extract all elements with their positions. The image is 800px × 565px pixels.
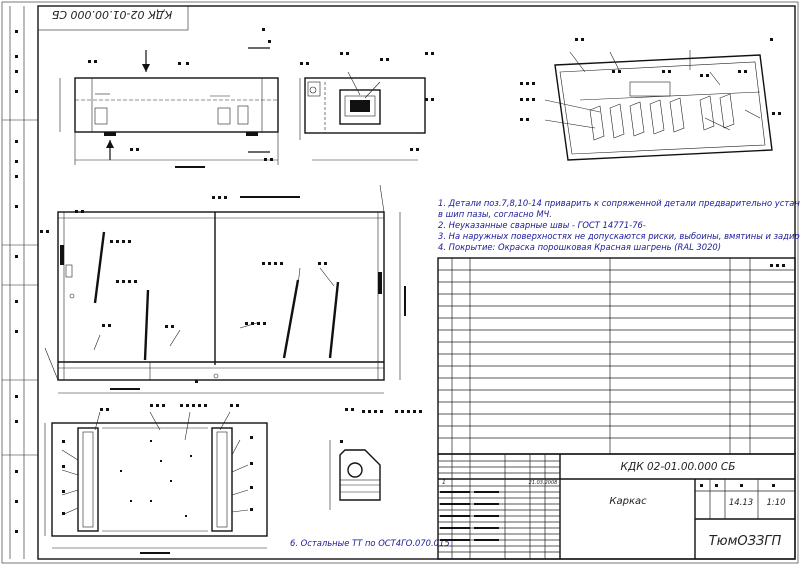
title-sheet-number: 1 xyxy=(442,479,446,486)
view-isometric xyxy=(520,38,781,161)
title-block: КДК 02-01.00.000 СБ Каркас 14.13 1:10 Тю… xyxy=(437,453,796,560)
title-part-name: Каркас xyxy=(609,496,647,507)
title-organization: ТюмОЗЗГП xyxy=(709,534,782,549)
note-4: 4. Покрытие: Окраска порошковая Красная … xyxy=(438,242,721,252)
note-1a: 1. Детали поз.7,8,10-14 приварить к сопр… xyxy=(438,198,800,208)
note-6: 6. Остальные ТТ по ОСТ4ГО.070.015 xyxy=(290,538,450,548)
left-margin-strip xyxy=(2,6,38,559)
note-2: 2. Неуказанные сварные швы - ГОСТ 14771-… xyxy=(438,220,646,230)
title-mass: 14.13 xyxy=(729,498,753,508)
note-3: 3. На наружных поверхностях не допускают… xyxy=(438,231,800,241)
technical-notes: 1. Детали поз.7,8,10-14 приварить к сопр… xyxy=(290,198,800,548)
view-side xyxy=(299,52,434,161)
view-detail xyxy=(329,408,422,510)
view-main-front xyxy=(40,184,406,394)
view-plan xyxy=(44,404,268,554)
parts-list-grid xyxy=(437,257,796,455)
view-front-elevation xyxy=(59,28,279,168)
title-scale: 1:10 xyxy=(766,498,785,508)
title-designation: КДК 02-01.00.000 СБ xyxy=(621,461,736,473)
sheet-frame-inner xyxy=(37,5,796,560)
rotated-designation-text: КДК 02-01.00.000 СБ xyxy=(52,8,172,21)
note-1b: в шип пазы, согласно МЧ. xyxy=(438,209,552,219)
title-date: 21.03.2008 xyxy=(529,480,558,486)
rotated-designation-box: КДК 02-01.00.000 СБ xyxy=(37,5,189,31)
